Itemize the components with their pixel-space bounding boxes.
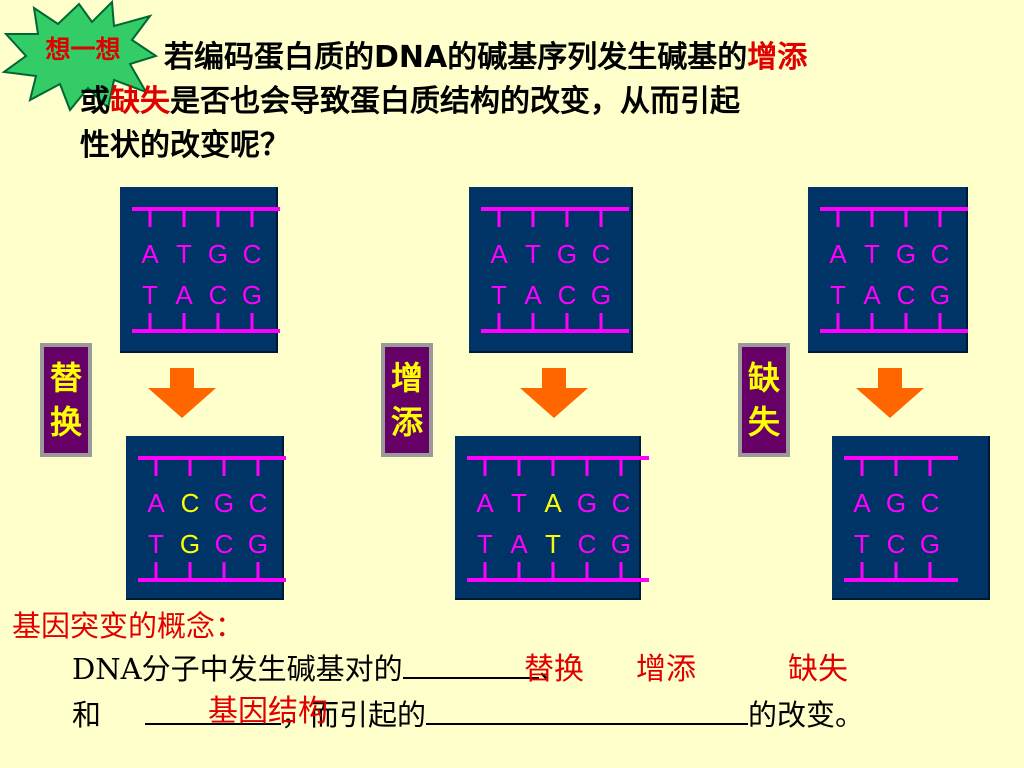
dna-base-top: A: [544, 488, 562, 518]
dna-base-bottom: A: [863, 280, 881, 310]
dna-base-bottom: G: [591, 280, 611, 310]
dna-base-bottom: G: [611, 529, 631, 559]
dna-base-top: G: [208, 239, 228, 269]
label-char: 增: [390, 359, 423, 397]
answer-addition: 增添: [636, 652, 696, 687]
dna-base-bottom: T: [854, 529, 870, 559]
label-char: 缺: [747, 359, 780, 397]
label-char: 换: [49, 403, 82, 441]
concept-text: 和: [72, 698, 102, 732]
dna-base-bottom: C: [578, 529, 597, 559]
dna-base-top: A: [853, 488, 871, 518]
answer-deletion: 缺失: [788, 652, 848, 687]
dna-base-bottom: C: [887, 529, 906, 559]
dna-base-top: T: [525, 239, 541, 269]
think-badge-label: 想一想: [45, 35, 121, 64]
dna-base-bottom: T: [142, 280, 158, 310]
question-line-3: 性状的改变呢？: [80, 124, 290, 168]
dna-base-bottom: G: [930, 280, 950, 310]
question-text: 若编码蛋白质的DNA的碱基序列发生碱基的: [164, 40, 748, 75]
dna-base-top: C: [921, 488, 940, 518]
answer-gene-structure: 基因结构: [208, 694, 328, 729]
dna-base-top: A: [490, 239, 508, 269]
concept-text: ，而引起的: [281, 698, 427, 732]
dna-base-top: G: [886, 488, 906, 518]
answer-substitution: 替换: [524, 652, 584, 687]
dna-base-bottom: C: [897, 280, 916, 310]
dna-base-bottom: C: [209, 280, 228, 310]
label-addition: 增 添: [381, 343, 433, 457]
dna-base-bottom: C: [215, 529, 234, 559]
dna-base-top: A: [141, 239, 159, 269]
fill-blank-1[interactable]: [402, 647, 539, 679]
fill-blank-2[interactable]: [145, 693, 282, 725]
dna-base-top: T: [511, 488, 527, 518]
dna-base-top: A: [829, 239, 847, 269]
dna-base-top: A: [147, 488, 165, 518]
dna-base-top: C: [931, 239, 950, 269]
question-keyword-deletion: 缺失: [110, 84, 170, 119]
dna-base-top: C: [612, 488, 631, 518]
dna-base-top: G: [214, 488, 234, 518]
dna-base-top: C: [181, 488, 200, 518]
fill-blank-3[interactable]: [426, 693, 749, 725]
question-line-1: 若编码蛋白质的DNA的碱基序列发生碱基的增添: [164, 36, 807, 80]
dna-base-bottom: T: [477, 529, 493, 559]
dna-base-bottom: C: [558, 280, 577, 310]
dna-base-bottom: A: [510, 529, 528, 559]
dna-base-top: G: [557, 239, 577, 269]
concept-text: 的改变。: [748, 698, 865, 732]
dna-base-top: T: [176, 239, 192, 269]
dna-base-bottom: G: [248, 529, 268, 559]
question-line-2: 或缺失是否也会导致蛋白质结构的改变，从而引起: [80, 80, 740, 124]
concept-line-2: 和 ，而引起的 的改变。: [72, 692, 864, 734]
concept-line-1: DNA分子中发生碱基对的 、: [72, 646, 568, 688]
dna-base-bottom: G: [920, 529, 940, 559]
dna-base-bottom: A: [175, 280, 193, 310]
question-text: 或: [80, 84, 110, 119]
dna-base-bottom: G: [242, 280, 262, 310]
label-deletion: 缺 失: [738, 343, 790, 457]
question-keyword-addition: 增添: [747, 40, 808, 75]
dna-base-top: A: [476, 488, 494, 518]
dna-base-bottom: T: [545, 529, 561, 559]
label-substitution: 替 换: [40, 343, 92, 457]
dna-base-top: T: [864, 239, 880, 269]
dna-base-top: G: [577, 488, 597, 518]
concept-separator: 、: [538, 652, 568, 686]
dna-base-bottom: T: [148, 529, 164, 559]
question-text: 是否也会导致蛋白质结构的改变，从而引起: [170, 84, 740, 119]
label-char: 替: [49, 359, 82, 397]
dna-base-top: C: [243, 239, 262, 269]
question-text: 性状的改变呢？: [80, 128, 290, 163]
dna-base-top: C: [249, 488, 268, 518]
label-char: 添: [390, 403, 423, 441]
down-arrow-icon: [148, 368, 216, 418]
label-char: 失: [747, 403, 780, 441]
down-arrow-icon: [520, 368, 588, 418]
dna-base-bottom: T: [491, 280, 507, 310]
concept-text: DNA分子中发生碱基对的: [72, 652, 403, 686]
dna-base-top: G: [896, 239, 916, 269]
dna-base-bottom: T: [830, 280, 846, 310]
down-arrow-icon: [856, 368, 924, 418]
dna-base-top: C: [592, 239, 611, 269]
concept-title: 基因突变的概念：: [12, 609, 245, 643]
dna-base-bottom: A: [524, 280, 542, 310]
dna-base-bottom: G: [180, 529, 200, 559]
starburst-badge-shape: [1, 0, 158, 112]
